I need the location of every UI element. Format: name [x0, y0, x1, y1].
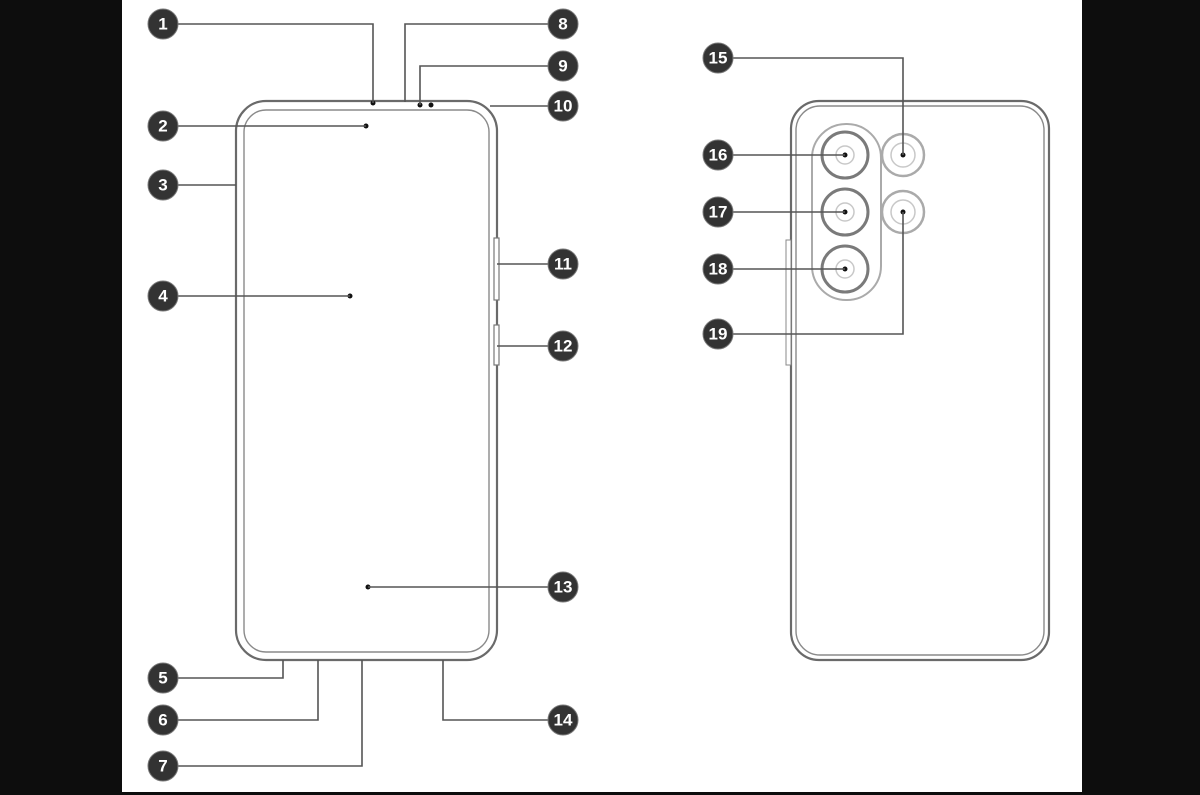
front-frame	[234, 99, 499, 662]
callout-1: 1	[147, 8, 179, 40]
callout-17: 17	[702, 196, 734, 228]
callout-4: 4	[147, 280, 179, 312]
svg-text:12: 12	[554, 337, 573, 356]
volume-button	[493, 237, 500, 301]
svg-text:13: 13	[554, 578, 573, 597]
callout-5: 5	[147, 662, 179, 694]
callout-19: 19	[702, 318, 734, 350]
svg-text:7: 7	[158, 757, 167, 776]
callout-14: 14	[547, 704, 579, 736]
callout-12: 12	[547, 330, 579, 362]
callout-13: 13	[547, 571, 579, 603]
svg-text:3: 3	[158, 176, 167, 195]
back-panel	[795, 105, 1045, 656]
svg-text:16: 16	[709, 146, 728, 165]
svg-text:17: 17	[709, 203, 728, 222]
callout-badges: 1 2 3 4 5 6 7 8 9 10 11 12 13 14 15 16 1…	[147, 8, 734, 782]
callout-8: 8	[547, 8, 579, 40]
callout-16: 16	[702, 139, 734, 171]
callout-6: 6	[147, 704, 179, 736]
front-screen	[243, 109, 490, 653]
svg-text:10: 10	[554, 97, 573, 116]
callout-9: 9	[547, 50, 579, 82]
svg-text:6: 6	[158, 711, 167, 730]
svg-text:15: 15	[709, 49, 728, 68]
callout-15: 15	[702, 42, 734, 74]
svg-text:8: 8	[558, 15, 567, 34]
svg-text:11: 11	[554, 255, 572, 274]
power-button	[493, 324, 500, 366]
svg-text:5: 5	[158, 669, 167, 688]
svg-text:18: 18	[709, 260, 728, 279]
callout-18: 18	[702, 253, 734, 285]
svg-text:2: 2	[158, 117, 167, 136]
callout-7: 7	[147, 750, 179, 782]
callout-10: 10	[547, 90, 579, 122]
svg-text:14: 14	[554, 711, 573, 730]
svg-text:1: 1	[158, 15, 167, 34]
phone-front-view	[234, 99, 500, 662]
callout-11: 11	[547, 248, 579, 280]
side-buttons-back	[785, 239, 792, 366]
callout-2: 2	[147, 110, 179, 142]
sensor-dot-2	[428, 102, 434, 108]
phone-back-view	[785, 99, 1051, 662]
svg-text:19: 19	[709, 325, 728, 344]
svg-text:4: 4	[158, 287, 168, 306]
callout-3: 3	[147, 169, 179, 201]
svg-text:9: 9	[558, 57, 567, 76]
